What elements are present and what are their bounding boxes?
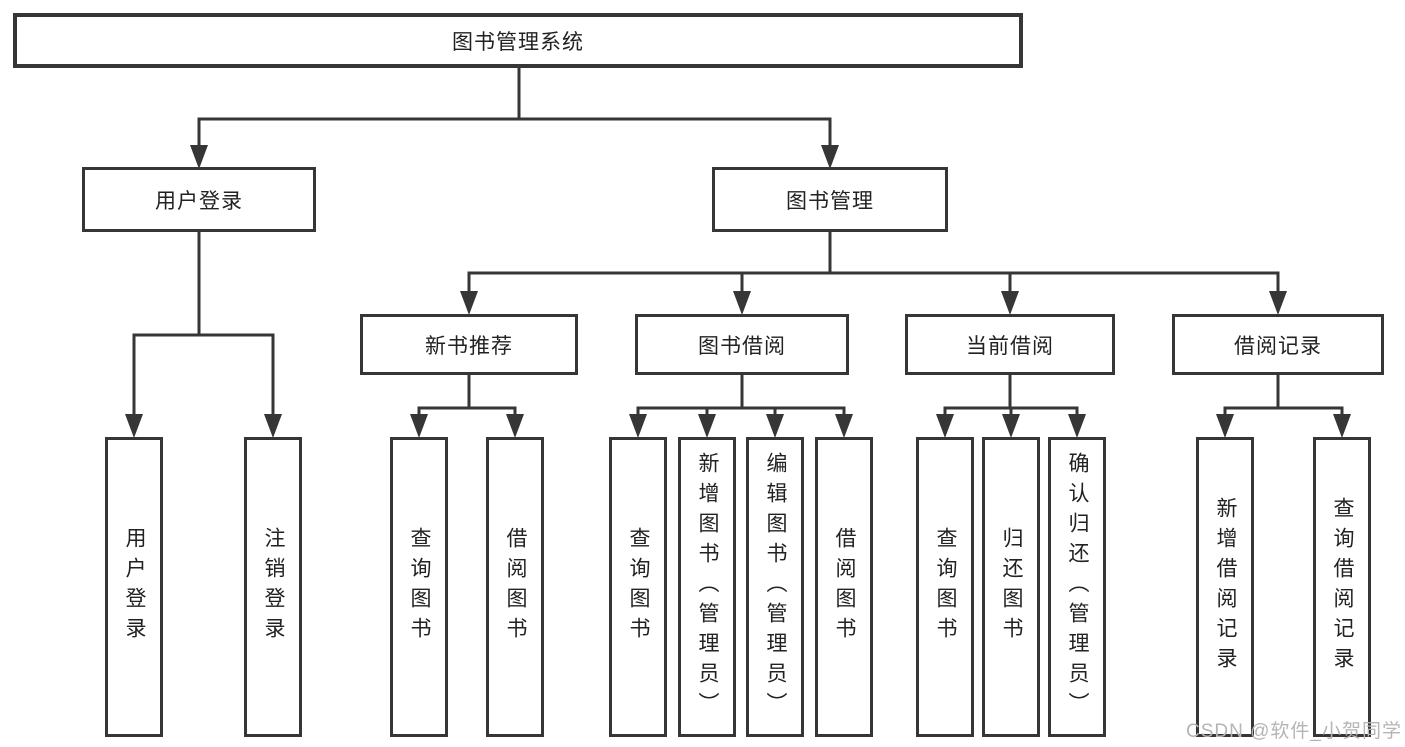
- arrowhead: [190, 145, 208, 169]
- arrowhead: [835, 414, 853, 438]
- node-label: 归还图书: [1000, 527, 1023, 647]
- arrowhead: [733, 291, 751, 315]
- node-label: 新增借阅记录: [1214, 497, 1237, 677]
- node-system-root: 图书管理系统: [13, 13, 1023, 68]
- leaf-confirm-return-admin: 确认归还（管理员）: [1048, 437, 1106, 737]
- arrowhead: [1333, 414, 1351, 438]
- node-label: 当前借阅: [966, 334, 1054, 358]
- node-label: 借阅记录: [1234, 334, 1322, 358]
- arrowhead: [936, 414, 954, 438]
- arrowhead: [766, 414, 784, 438]
- connector-recommend-to-leaves: [417, 372, 517, 417]
- node-label: 图书管理系统: [452, 30, 584, 54]
- leaf-logout: 注销登录: [244, 437, 302, 737]
- arrowhead: [410, 414, 428, 438]
- leaf-query-books-borrow: 查询图书: [609, 437, 667, 737]
- node-user-login: 用户登录: [82, 167, 316, 232]
- leaf-add-book-admin: 新增图书（管理员）: [678, 437, 736, 737]
- arrowhead: [629, 414, 647, 438]
- connector-bookmgmt-to-level3: [467, 229, 1280, 294]
- node-label: 借阅图书: [833, 527, 856, 647]
- leaf-borrow-books: 借阅图书: [815, 437, 873, 737]
- node-label: 注销登录: [262, 527, 285, 647]
- arrowhead: [264, 414, 282, 438]
- node-label: 查询图书: [408, 527, 431, 647]
- node-label: 用户登录: [123, 527, 146, 647]
- node-label: 借阅图书: [504, 527, 527, 647]
- node-label: 新书推荐: [425, 334, 513, 358]
- leaf-query-borrow-record: 查询借阅记录: [1313, 437, 1371, 737]
- arrowheads: [125, 145, 1351, 438]
- arrowhead: [698, 414, 716, 438]
- node-current-borrow: 当前借阅: [905, 314, 1115, 375]
- node-label: 查询图书: [934, 527, 957, 647]
- arrowhead: [1002, 414, 1020, 438]
- leaf-user-login: 用户登录: [105, 437, 163, 737]
- node-book-borrow: 图书借阅: [635, 314, 849, 375]
- arrowhead: [1269, 291, 1287, 315]
- node-book-management: 图书管理: [712, 167, 948, 232]
- node-label: 新增图书（管理员）: [696, 452, 719, 722]
- node-label: 查询图书: [627, 527, 650, 647]
- csdn-watermark: CSDN @软件_小贺同学: [1186, 721, 1402, 742]
- arrowhead: [821, 145, 839, 169]
- node-label: 确认归还（管理员）: [1066, 452, 1089, 722]
- arrowhead: [125, 414, 143, 438]
- arrowhead: [1068, 414, 1086, 438]
- arrowhead: [460, 291, 478, 315]
- node-label: 图书管理: [786, 189, 874, 213]
- node-label: 查询借阅记录: [1331, 497, 1354, 677]
- connector-records-to-leaves: [1223, 372, 1344, 417]
- node-label: 编辑图书（管理员）: [764, 452, 787, 722]
- connector-root-to-level2: [197, 64, 832, 148]
- node-borrow-records: 借阅记录: [1172, 314, 1384, 375]
- node-new-book-recommend: 新书推荐: [360, 314, 578, 375]
- connector-current-to-leaves: [943, 372, 1079, 417]
- arrowhead: [506, 414, 524, 438]
- node-label: 用户登录: [155, 189, 243, 213]
- leaf-edit-book-admin: 编辑图书（管理员）: [746, 437, 804, 737]
- arrowhead: [1216, 414, 1234, 438]
- leaf-query-books-recommend: 查询图书: [390, 437, 448, 737]
- leaf-query-books-current: 查询图书: [916, 437, 974, 737]
- leaf-add-borrow-record: 新增借阅记录: [1196, 437, 1254, 737]
- leaf-return-book: 归还图书: [982, 437, 1040, 737]
- leaf-borrow-books-recommend: 借阅图书: [486, 437, 544, 737]
- connector-userlogin-to-leaves: [132, 229, 275, 416]
- connector-borrow-to-leaves: [636, 372, 846, 417]
- arrowhead: [1001, 291, 1019, 315]
- node-label: 图书借阅: [698, 334, 786, 358]
